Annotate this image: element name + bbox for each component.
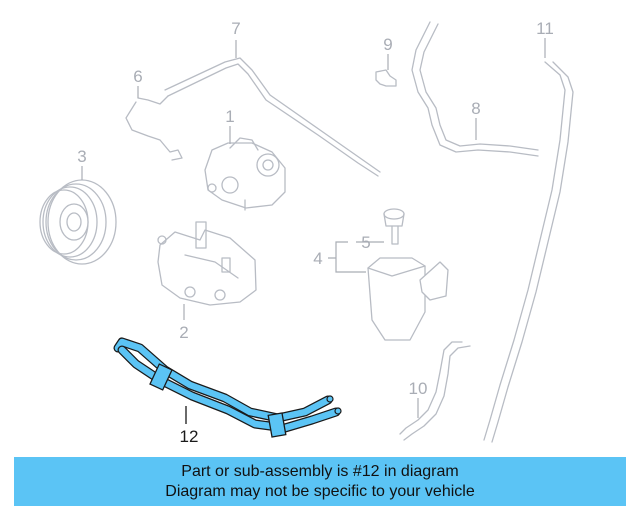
callout-9: 9 [383,35,392,54]
part-12-cooler-line [113,337,342,438]
part-5-cap [383,208,405,245]
part-6-hose [125,95,183,161]
callout-8: 8 [471,99,480,118]
banner-line-2: Diagram may not be specific to your vehi… [165,482,475,500]
parts-diagram: 7 6 1 3 9 11 8 5 4 2 10 12 [39,19,574,446]
callout-10: 10 [409,379,428,398]
callout-12: 12 [180,427,199,446]
info-banner: Part or sub-assembly is #12 in diagram D… [14,457,626,506]
callout-2: 2 [179,323,188,342]
callout-11: 11 [536,19,554,38]
callout-3: 3 [77,147,86,166]
callout-4: 4 [313,249,322,268]
part-2-bracket [157,221,257,306]
part-4-reservoir [367,257,449,341]
part-9-fitting [375,69,397,87]
callout-5: 5 [361,233,370,252]
return-hose [411,21,539,157]
part-7-line [164,57,381,173]
part-10-hose [399,341,463,435]
callout-6: 6 [133,67,142,86]
part-1-pump [204,137,286,211]
leader-4 [328,241,366,273]
part-3-pulley [39,179,117,265]
part-11-line [483,61,566,441]
callout-1: 1 [225,107,234,126]
banner-line-1: Part or sub-assembly is #12 in diagram [181,462,459,480]
callout-7: 7 [231,19,240,38]
